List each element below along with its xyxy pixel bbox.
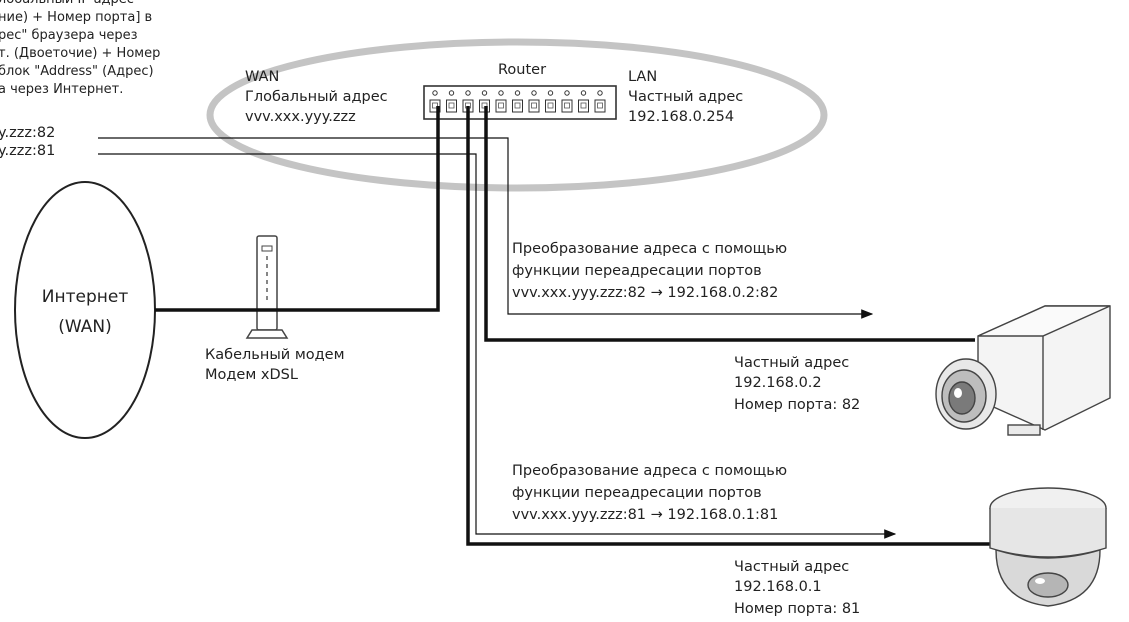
- camera1-address: 192.168.0.2: [734, 374, 822, 393]
- wan-label: Глобальный адрес: [245, 88, 388, 107]
- wan-title: WAN: [245, 68, 279, 87]
- router-port-icon: [513, 100, 523, 112]
- wan-address: vvv.xxx.yyy.zzz: [245, 108, 356, 127]
- router-device-icon: [424, 86, 616, 119]
- router-led-icon: [515, 91, 519, 95]
- modem-label-1: Кабельный модем: [205, 346, 345, 365]
- router-led-icon: [548, 91, 552, 95]
- instruction-line-3: рес" браузера через: [0, 27, 138, 45]
- router-port-icon: [562, 100, 572, 112]
- camera2-address: 192.168.0.1: [734, 578, 822, 597]
- router-led-icon: [449, 91, 453, 95]
- router-port-icon: [447, 100, 457, 112]
- forward2-line2: функции переадресации портов: [512, 484, 762, 503]
- camera1-url: y.zzz:82: [0, 124, 55, 143]
- forward2-line3: vvv.xxx.yyy.zzz:81 → 192.168.0.1:81: [512, 506, 778, 525]
- router-title: Router: [498, 61, 546, 80]
- router-led-icon: [482, 91, 486, 95]
- lan-label: Частный адрес: [628, 88, 743, 107]
- instruction-line-4: т. (Двоеточие) + Номер: [0, 45, 160, 63]
- router-led-icon: [499, 91, 503, 95]
- instruction-line-5: блок "Address" (Адрес): [0, 63, 154, 81]
- router-led-icon: [466, 91, 470, 95]
- router-to-camera1-cable: [486, 106, 975, 340]
- router-led-icon: [532, 91, 536, 95]
- camera1-port: Номер порта: 82: [734, 396, 860, 415]
- instruction-line-2: ние) + Номер порта] в: [0, 9, 152, 27]
- dome-camera-icon: [990, 488, 1106, 606]
- router-port-icon: [496, 100, 506, 112]
- router-led-icon: [433, 91, 437, 95]
- modem-label-2: Модем xDSL: [205, 366, 298, 385]
- forward1-line1: Преобразование адреса с помощью: [512, 240, 787, 259]
- internet-label: Интернет: [20, 282, 150, 312]
- internet-to-modem-cable: [155, 106, 438, 310]
- camera2-port: Номер порта: 81: [734, 600, 860, 619]
- box-camera-icon: [936, 306, 1110, 435]
- router-port-icon: [529, 100, 539, 112]
- lan-address: 192.168.0.254: [628, 108, 734, 127]
- instruction-line-6: а через Интернет.: [0, 81, 123, 99]
- camera2-label: Частный адрес: [734, 558, 849, 577]
- instruction-line-1: Глобальный IP-адрес: [0, 0, 134, 9]
- cable-modem-icon: [247, 236, 287, 338]
- router-led-icon: [598, 91, 602, 95]
- lan-title: LAN: [628, 68, 657, 87]
- router-led-icon: [565, 91, 569, 95]
- forward1-line3: vvv.xxx.yyy.zzz:82 → 192.168.0.2:82: [512, 284, 778, 303]
- forward2-line1: Преобразование адреса с помощью: [512, 462, 787, 481]
- internet-wan-label: (WAN): [20, 312, 150, 342]
- router-port-icon: [595, 100, 605, 112]
- camera2-url: y.zzz:81: [0, 142, 55, 161]
- forward1-line2: функции переадресации портов: [512, 262, 762, 281]
- router-port-icon: [546, 100, 556, 112]
- router-port-icon: [579, 100, 589, 112]
- router-led-icon: [581, 91, 585, 95]
- camera1-label: Частный адрес: [734, 354, 849, 373]
